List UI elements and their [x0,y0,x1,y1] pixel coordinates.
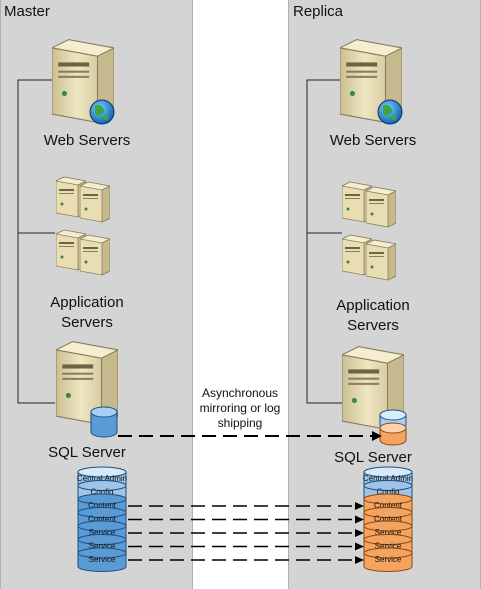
master-sql-server-icon [56,341,118,438]
db-arrow [128,502,364,510]
master-app-label-2: Servers [61,314,113,331]
replica-title: Replica [293,3,344,20]
replica-connector [306,79,342,404]
db-segment-label: Content [88,515,117,524]
db-arrow [128,542,364,551]
connection-label-line2: mirroring or log [199,401,281,415]
replica-db-stack: Central AdminConfigContentContentService… [363,466,413,572]
db-arrow [128,556,364,564]
db-segment-label: Service [89,542,116,551]
db-segment-label: Config [90,488,113,497]
replica-app-servers-icon [342,181,396,281]
db-arrow [128,529,364,537]
master-sql-label: SQL Server [48,444,126,461]
master-db-stack: Central AdminConfigContentContentService… [77,466,127,572]
replica-web-server-icon [340,39,403,125]
master-web-label: Web Servers [43,132,131,149]
replica-web-label: Web Servers [329,132,417,149]
master-web-server-icon [52,39,115,125]
db-segment: Service [363,547,413,572]
db-segment-label: Service [89,555,116,564]
db-segment-label: Config [376,488,399,497]
master-app-label-1: Application [50,294,124,311]
db-segment: Service [77,547,127,572]
replica-sql-label: SQL Server [334,449,412,466]
connection-label-line3: shipping [217,416,263,430]
db-replication-arrows [128,502,364,564]
replica-app-label-1: Application [336,297,410,314]
db-segment-label: Content [88,501,117,510]
mirroring-arrow [118,431,382,441]
replica-sql-server-icon [342,346,407,446]
db-segment-label: Service [89,528,116,537]
master-app-servers-icon [56,176,110,276]
db-segment-label: Service [375,555,402,564]
db-segment-label: Central Admin [77,474,127,483]
db-segment-label: Central Admin [363,474,413,483]
db-segment-label: Content [374,501,403,510]
db-segment-label: Service [375,542,402,551]
connection-label-line1: Asynchronous [201,386,279,400]
master-title: Master [4,3,50,20]
db-arrow [128,515,364,524]
replica-app-label-2: Servers [347,317,399,334]
db-segment-label: Content [374,515,403,524]
db-segment-label: Service [375,528,402,537]
master-connector [17,79,55,404]
